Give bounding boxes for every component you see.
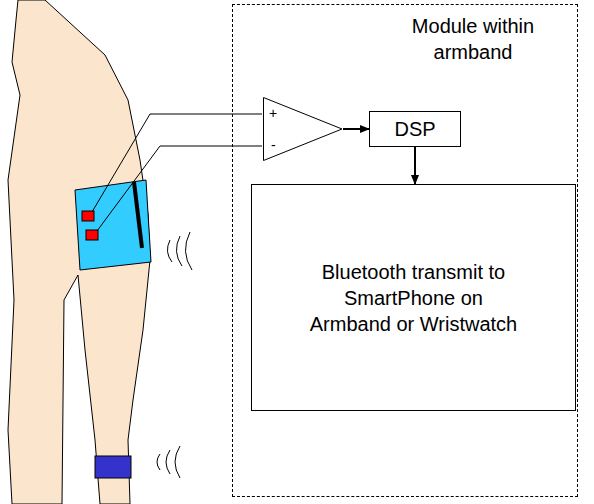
node-label: + <box>269 105 277 121</box>
signal-arrow <box>343 128 369 130</box>
electrode-wire <box>92 114 262 212</box>
dsp-box: DSP <box>369 111 461 147</box>
electrode-wire <box>97 146 262 231</box>
electrode <box>86 230 98 240</box>
electrode <box>82 211 94 221</box>
module-region: +-DSPBluetooth transmit to SmartPhone on… <box>232 4 578 497</box>
signal-arrow <box>414 147 416 184</box>
node-label: Bluetooth transmit to SmartPhone on Armb… <box>306 259 521 337</box>
armband <box>75 180 151 270</box>
armband-module <box>134 182 142 248</box>
op-amp: +- <box>263 97 343 161</box>
wristband <box>95 456 131 478</box>
node-label: DSP <box>394 117 435 141</box>
arm-skin <box>8 0 150 504</box>
node-label: Module within armband <box>373 13 573 65</box>
op-amp-outline <box>264 98 343 161</box>
bluetooth-box: Bluetooth transmit to SmartPhone on Armb… <box>251 184 576 411</box>
radio-waves <box>157 232 192 478</box>
node-label: - <box>271 137 276 153</box>
